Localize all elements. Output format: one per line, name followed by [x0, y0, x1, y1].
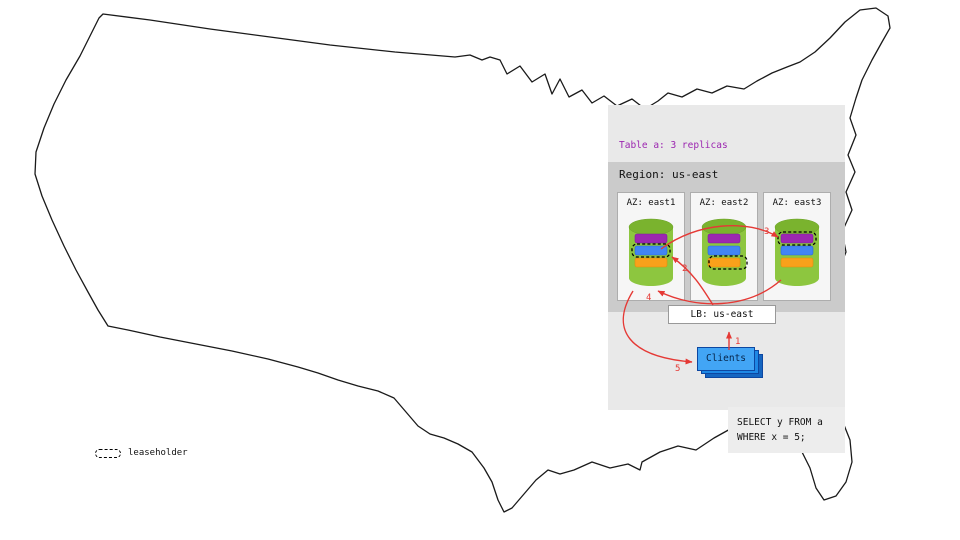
index-a-replica	[780, 245, 814, 256]
leaseholder-swatch-icon	[95, 448, 121, 458]
database-cylinder-east2	[701, 218, 748, 286]
table-a-replica	[634, 233, 668, 244]
sql-line-2: WHERE x = 5;	[737, 432, 806, 443]
sql-line-1: SELECT y FROM a	[737, 417, 823, 428]
az-east3-label: AZ: east3	[772, 198, 822, 208]
index-a-replica	[634, 245, 668, 256]
az-east2: AZ: east2	[690, 192, 758, 301]
cylinder-top	[701, 218, 747, 236]
az-east3: AZ: east3	[763, 192, 831, 301]
leaseholder-legend: leaseholder	[95, 448, 188, 458]
database-cylinder-east3	[774, 218, 820, 286]
legend-table-a: Table a: 3 replicas	[619, 140, 728, 151]
database-cylinder-east1	[628, 218, 674, 286]
table-b-replica	[780, 257, 814, 268]
clients-stack: Clients	[697, 347, 767, 381]
az-east1-label: AZ: east1	[626, 198, 676, 208]
leaseholder-legend-label: leaseholder	[128, 448, 188, 458]
sql-query-box: SELECT y FROM a WHERE x = 5;	[728, 407, 845, 453]
clients-box: Clients	[697, 347, 755, 371]
az-east1: AZ: east1	[617, 192, 685, 301]
table-b-replica	[707, 257, 741, 268]
region-title: Region: us-east	[619, 168, 719, 181]
table-a-replica	[780, 233, 814, 244]
leaseholder-outline-index-a	[631, 243, 671, 258]
table-b-replica	[634, 257, 668, 268]
load-balancer-box: LB: us-east	[668, 305, 776, 324]
cylinder-top	[628, 218, 674, 236]
architecture-panel: Table a: 3 replicas Index a: 3 replicas …	[608, 105, 845, 410]
table-a-replica	[707, 233, 741, 244]
az-east2-label: AZ: east2	[699, 198, 749, 208]
region-box: Region: us-east AZ: east1 AZ: east2	[608, 162, 845, 312]
index-a-replica	[707, 245, 741, 256]
